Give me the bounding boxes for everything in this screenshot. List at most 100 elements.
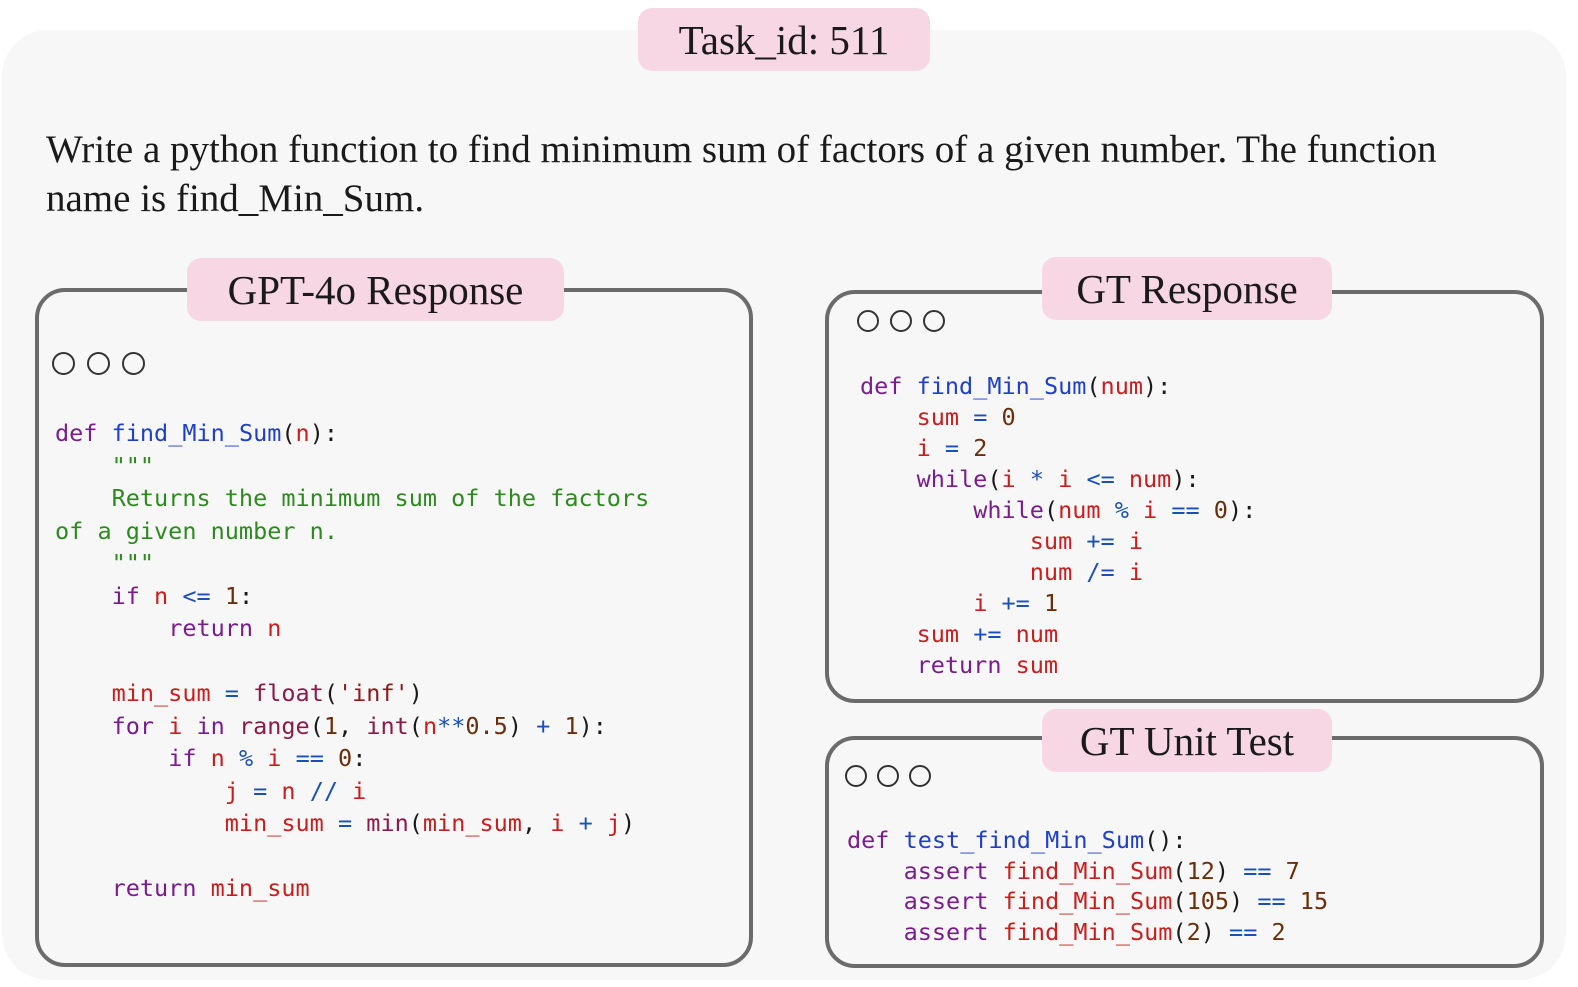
code-token: assert [903, 856, 989, 885]
window-dot-icon [857, 310, 879, 332]
code-token: : [238, 581, 254, 610]
code-token: return [168, 614, 254, 642]
code-token: ) [1229, 887, 1244, 915]
code-token: def [860, 372, 903, 400]
code-token: n [210, 744, 225, 772]
code-token: sum [1029, 527, 1073, 555]
code-token: , [338, 711, 367, 740]
code-token: sum [916, 620, 960, 648]
code-token: test_find_Min_Sum [903, 826, 1145, 854]
code-token: i [550, 809, 565, 837]
code-token: i [1001, 465, 1016, 493]
code-token: find_Min_Sum [916, 372, 1087, 400]
code-token: num [1100, 372, 1143, 400]
code-token: i [168, 711, 183, 740]
code-token: sum [1015, 651, 1059, 679]
code-token: % [1114, 496, 1129, 524]
code-token: return [916, 651, 1002, 679]
code-token: if [111, 581, 140, 610]
code-token: i [973, 589, 988, 617]
code-token: sum [916, 403, 960, 431]
code-token: num [1015, 620, 1059, 648]
code-token: j [224, 776, 239, 805]
code-token: 1 [1043, 589, 1059, 617]
code-token: 7 [1285, 856, 1300, 885]
code-token: ) [1214, 856, 1230, 885]
code-token: ( [323, 679, 339, 707]
code-token: min_sum [422, 809, 522, 837]
window-dot-icon [923, 310, 945, 332]
code-token: find_Min_Sum [111, 419, 282, 447]
code-token: ** [437, 711, 466, 740]
code-token: ( [408, 711, 423, 740]
code-token: int [366, 711, 409, 740]
code-token: min_sum [111, 679, 211, 707]
docstring: of a given number n. [55, 516, 338, 545]
code-token: assert [903, 917, 989, 946]
code-token: ) [408, 679, 423, 707]
window-dot-icon [87, 352, 110, 375]
code-token: j [606, 809, 622, 837]
code-token: ( [309, 711, 324, 740]
gpt4o-response-panel [35, 288, 753, 967]
code-token: if [168, 744, 197, 772]
window-dot-icon [122, 352, 145, 375]
code-token: n [154, 581, 169, 610]
code-token: == [295, 744, 324, 772]
code-token: = [224, 679, 239, 707]
gt-unit-test-panel [825, 736, 1544, 968]
code-token: def [55, 419, 98, 447]
code-token: 0 [1001, 403, 1016, 431]
code-token: def [847, 826, 890, 854]
code-token: n [281, 776, 296, 805]
code-token: /= [1086, 558, 1115, 586]
code-token: % [238, 744, 254, 772]
code-token: ( [1172, 917, 1187, 946]
gt-response-title: GT Response [1042, 257, 1332, 320]
code-token: 105 [1186, 887, 1230, 915]
code-token: find_Min_Sum [1002, 887, 1173, 915]
code-token: num [1128, 465, 1172, 493]
code-token: return [111, 874, 197, 902]
code-token: i [1143, 496, 1158, 524]
code-token: 2 [1186, 917, 1201, 946]
code-token: ( [281, 419, 296, 447]
code-token: ( [1172, 887, 1187, 915]
code-token: = [973, 403, 988, 431]
code-token: ( [408, 809, 423, 837]
window-dot-icon [890, 310, 912, 332]
code-token: ) [621, 809, 636, 837]
code-token: num [1058, 496, 1101, 524]
code-token: ): [1171, 465, 1200, 493]
code-token: find_Min_Sum [1002, 856, 1173, 885]
code-token: ): [578, 711, 607, 740]
code-token: for [111, 711, 155, 740]
code-token: 2 [1271, 917, 1286, 946]
task-id-label: Task_id: 511 [638, 8, 930, 71]
code-token: ( [1043, 496, 1059, 524]
code-token: == [1229, 917, 1258, 946]
window-dot-icon [877, 765, 899, 787]
code-token: 1 [323, 711, 339, 740]
code-token: // [309, 776, 339, 805]
code-token: == [1257, 887, 1286, 915]
docstring: Returns the minimum sum of the factors [55, 484, 650, 512]
code-token: n [267, 614, 282, 642]
code-token: ( [987, 465, 1002, 493]
gt-unit-test-code-block: def test_find_Min_Sum(): assert find_Min… [847, 825, 1328, 947]
window-dot-icon [845, 765, 867, 787]
code-token: while [973, 496, 1044, 524]
task-prompt-line-2: name is find_Min_Sum. [46, 177, 425, 220]
window-controls [52, 352, 157, 375]
code-token: <= [1086, 465, 1115, 493]
code-token: n [295, 419, 310, 447]
code-token: = [944, 434, 960, 462]
code-token: i [1058, 465, 1073, 493]
task-prompt: Write a python function to find minimum … [46, 125, 1546, 223]
code-token: (): [1144, 826, 1187, 854]
window-dot-icon [909, 765, 931, 787]
code-token: += [1086, 527, 1115, 555]
code-token: in [196, 711, 225, 740]
window-controls [857, 310, 956, 332]
code-token: = [253, 776, 268, 805]
